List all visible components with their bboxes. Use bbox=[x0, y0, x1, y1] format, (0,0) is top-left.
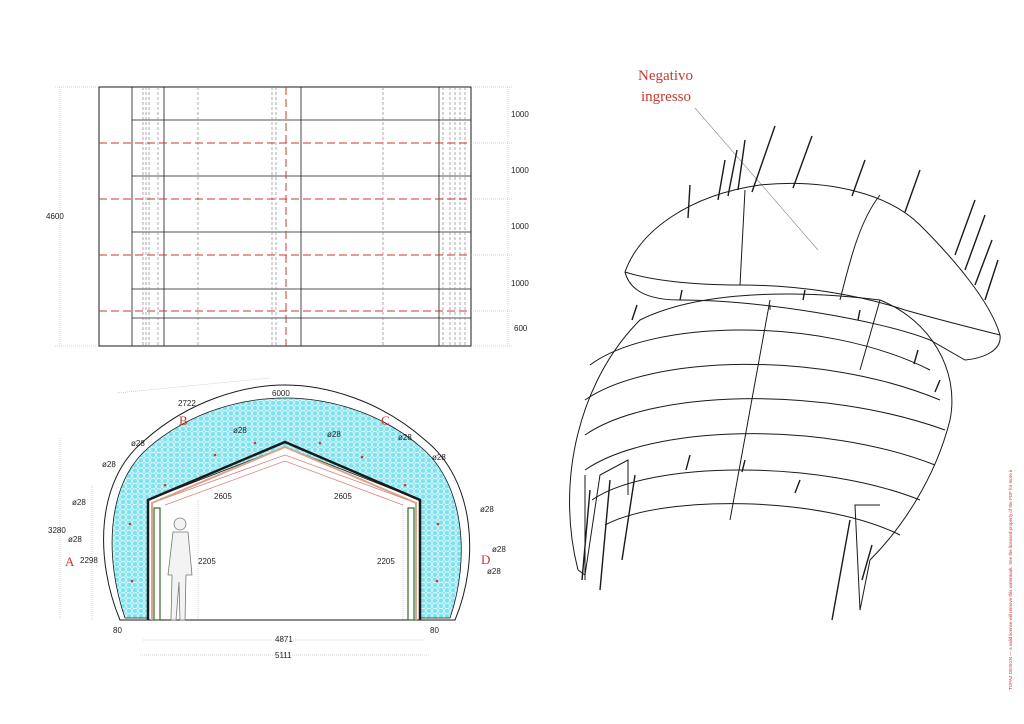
inner-lining bbox=[151, 445, 417, 620]
inner-frame bbox=[146, 440, 422, 620]
height-outer-dim: 3280 bbox=[48, 526, 66, 535]
height-right-dim: 2205 bbox=[377, 557, 395, 566]
base-right-dim: 80 bbox=[430, 626, 439, 635]
tunnel-shell bbox=[569, 293, 953, 571]
diameter-label: ø28 bbox=[102, 460, 116, 469]
section-label-d: D bbox=[481, 552, 490, 567]
plan-outline bbox=[98, 86, 472, 347]
section-label-a: A bbox=[65, 554, 75, 569]
diameter-label: ø28 bbox=[432, 453, 446, 462]
diameter-label: ø28 bbox=[72, 498, 86, 507]
side-note: TOPAZ DESIGN — a valid license will remo… bbox=[1008, 470, 1013, 690]
section-view: 6000 2722 B C A D ø28 ø28 ø28 ø28 ø28 ø2… bbox=[48, 377, 506, 660]
outer-shell bbox=[103, 384, 471, 621]
person-figure bbox=[167, 517, 193, 621]
base-left-dim: 80 bbox=[113, 626, 122, 635]
diameter-label: ø28 bbox=[492, 545, 506, 554]
plan-module-dim: 1000 bbox=[511, 110, 529, 119]
diameter-label: ø28 bbox=[398, 433, 412, 442]
entrance-cap bbox=[624, 182, 1001, 361]
section-top-dim: 2722 bbox=[178, 399, 196, 408]
diameter-label: ø28 bbox=[233, 426, 247, 435]
outer-width-dim: 5111 bbox=[275, 651, 292, 660]
insulation-layer bbox=[111, 397, 462, 619]
rafter-right-dim: 2605 bbox=[334, 492, 352, 501]
inner-width-dim: 4871 bbox=[275, 635, 293, 644]
height-inner-dim: 2298 bbox=[80, 556, 98, 565]
section-top-dim: 6000 bbox=[272, 389, 290, 398]
plan-module-dim: 1000 bbox=[511, 166, 529, 175]
diameter-label: ø28 bbox=[131, 439, 145, 448]
plan-module-dim: 1000 bbox=[511, 279, 529, 288]
diameter-label: ø28 bbox=[68, 535, 82, 544]
diameter-label: ø28 bbox=[487, 567, 501, 576]
plan-height-dim: 4600 bbox=[46, 212, 64, 221]
diameter-label: ø28 bbox=[480, 505, 494, 514]
diameter-label: ø28 bbox=[327, 430, 341, 439]
rafter-left-dim: 2605 bbox=[214, 492, 232, 501]
plan-module-dim: 600 bbox=[514, 324, 528, 333]
annotation-line-1: Negativo bbox=[638, 68, 693, 84]
section-label-b: B bbox=[179, 413, 188, 428]
height-left-dim: 2205 bbox=[198, 557, 216, 566]
annotation-line-2: ingresso bbox=[641, 89, 691, 105]
plan-module-dim: 1000 bbox=[511, 222, 529, 231]
section-label-c: C bbox=[381, 413, 390, 428]
isometric-view: Negativo ingresso bbox=[569, 68, 1001, 621]
plan-view: 4600 1000 1000 1000 1000 600 bbox=[46, 86, 529, 347]
